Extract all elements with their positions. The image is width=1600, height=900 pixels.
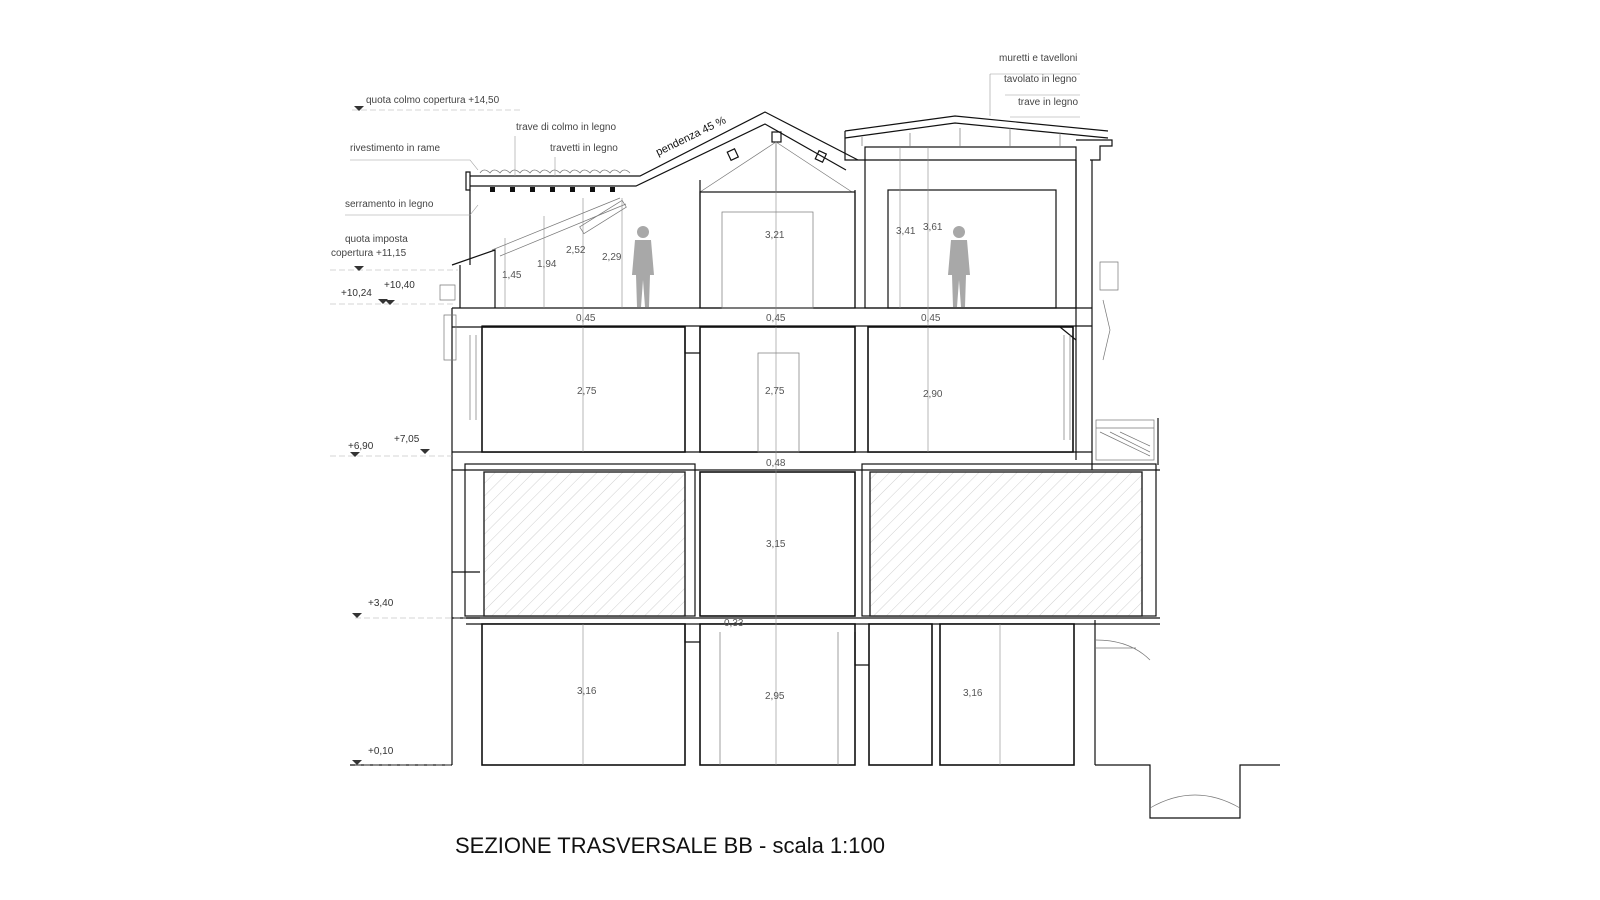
room-0-narrow — [868, 623, 933, 766]
room-0-left — [481, 623, 686, 766]
drawing-title: SEZIONE TRASVERSALE BB - scala 1:100 — [455, 833, 885, 858]
dim-floor2-right: 2,90 — [923, 389, 943, 400]
elev-10-40: +10,40 — [384, 280, 415, 291]
rafters — [490, 187, 615, 192]
roof — [465, 111, 1113, 308]
human-figure-right — [948, 226, 970, 307]
dim-attic-right-1: 3,41 — [896, 226, 916, 237]
label-ridge-elevation: quota colmo copertura +14,50 — [366, 95, 500, 106]
dimension-labels: 1,45 1,94 2,52 2,29 3,21 3,41 3,61 0,45 … — [502, 222, 983, 702]
dim-floor2-left: 2,75 — [577, 386, 597, 397]
level-lines — [330, 73, 1080, 766]
dim-slab-033: 0,33 — [724, 618, 744, 629]
room-1-right-hatched — [869, 471, 1143, 617]
human-figure-left — [632, 226, 654, 307]
dim-slab-right: 0,45 — [921, 313, 941, 324]
elev-3-40: +3,40 — [368, 598, 394, 609]
dim-floor0-right: 3,16 — [963, 688, 983, 699]
elev-10-24: +10,24 — [341, 288, 372, 299]
dimension-lines — [504, 142, 1001, 765]
dim-attic-1: 1,45 — [502, 270, 522, 281]
dim-attic-right-2: 3,61 — [923, 222, 943, 233]
room-2-left — [481, 326, 686, 453]
label-copper-cladding: rivestimento in rame — [350, 143, 440, 154]
dim-slab-mid: 0,45 — [766, 313, 786, 324]
room-1-left-hatched — [483, 471, 686, 617]
label-wood-boarding: tavolato in legno — [1004, 74, 1077, 85]
label-roof-base-1: quota imposta — [345, 234, 408, 245]
label-wood-beam: trave in legno — [1018, 97, 1078, 108]
label-walls-tiles: muretti e tavelloni — [999, 53, 1077, 64]
dim-floor2-mid: 2,75 — [765, 386, 785, 397]
ridge-beam — [771, 131, 782, 143]
label-roof-base-2: copertura +11,15 — [331, 248, 407, 259]
label-wood-window: serramento in legno — [345, 199, 434, 210]
elev-7-05: +7,05 — [394, 434, 420, 445]
dim-floor0-mid: 2,95 — [765, 691, 785, 702]
dim-floor0-left: 3,16 — [577, 686, 597, 697]
dim-slab-048: 0,48 — [766, 458, 786, 469]
room-2-mid — [699, 326, 856, 453]
dim-attic-2: 1,94 — [537, 259, 557, 270]
room-0-mid — [699, 623, 856, 766]
room-0-right — [939, 623, 1075, 766]
dim-attic-4: 2,29 — [602, 252, 622, 263]
elev-0-10: +0,10 — [368, 746, 394, 757]
elev-6-90: +6,90 — [348, 441, 374, 452]
room-1-mid — [699, 471, 856, 617]
dim-attic-3: 2,52 — [566, 245, 586, 256]
dim-attic-mid: 3,21 — [765, 230, 785, 241]
dim-slab-left: 0,45 — [576, 313, 596, 324]
rooms — [452, 146, 1157, 766]
dim-floor1-mid: 3,15 — [766, 539, 786, 550]
label-joists: travetti in legno — [550, 143, 618, 154]
elevation-labels: +10,40 +10,24 +7,05 +6,90 +3,40 +0,10 — [341, 280, 420, 757]
room-2-right — [867, 326, 1074, 453]
label-ridge-beam: trave di colmo in legno — [516, 122, 616, 133]
annotation-labels: quota colmo copertura +14,50 rivestiment… — [331, 53, 1078, 259]
